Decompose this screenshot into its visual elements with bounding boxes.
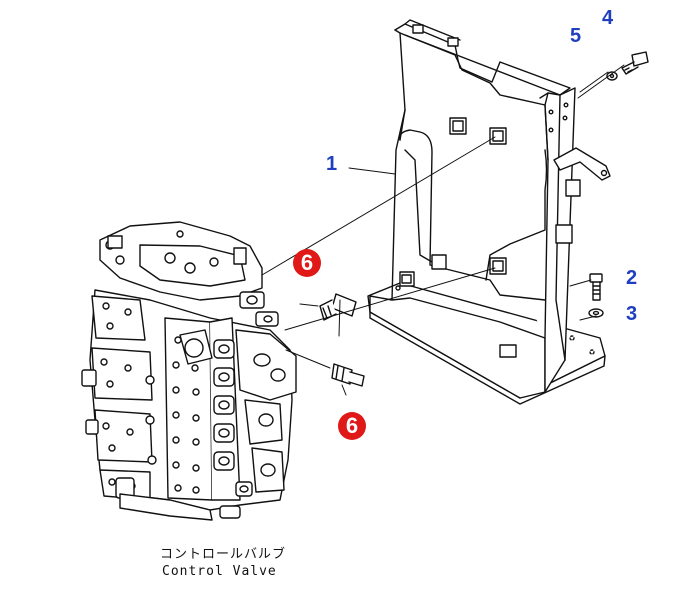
washer-part-3 — [588, 308, 604, 318]
pressure-switch-lower — [331, 363, 365, 387]
callout-part-6-upper: 6 — [293, 249, 321, 277]
caption-japanese: コントロールバルブ — [160, 547, 287, 562]
leader-lines — [261, 64, 625, 396]
bolt-part-4 — [621, 51, 649, 75]
control-valve-assembly — [81, 221, 297, 521]
caption-english: Control Valve — [162, 564, 277, 579]
callout-part-4: 4 — [602, 7, 614, 29]
callout-part-6-lower: 6 — [338, 412, 366, 440]
washer-part-5 — [606, 71, 618, 81]
callout-part-2: 2 — [626, 267, 638, 289]
callout-part-5: 5 — [570, 25, 582, 47]
callout-part-1: 1 — [326, 153, 338, 175]
callout-part-3: 3 — [626, 303, 638, 325]
pressure-switch-upper — [319, 293, 357, 321]
valve-bracket — [367, 19, 611, 405]
bolt-part-2 — [589, 273, 603, 301]
